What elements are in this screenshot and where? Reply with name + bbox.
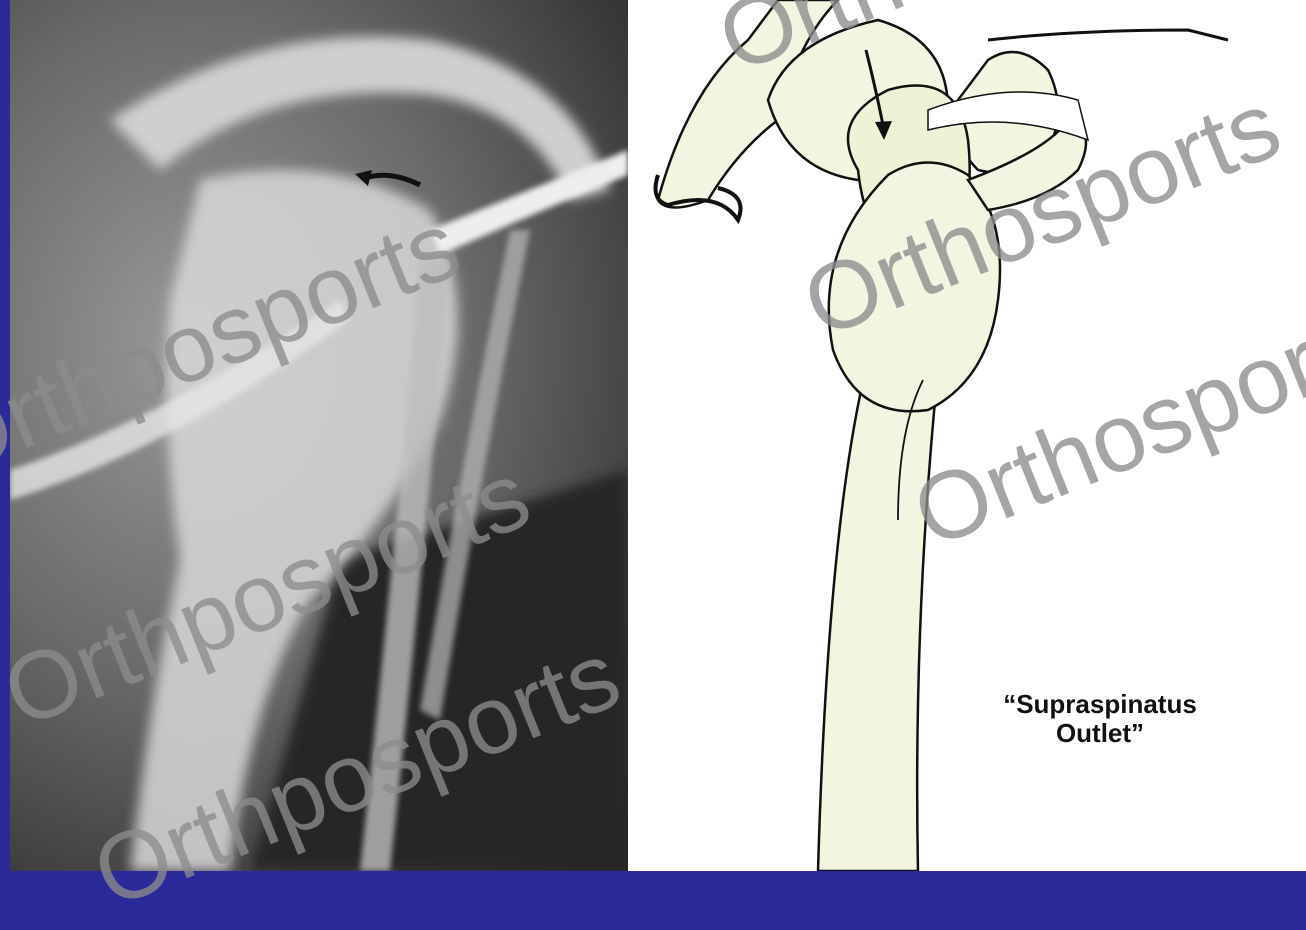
slide: “Supraspinatus Outlet” Orthosports Orthp… [0, 0, 1306, 871]
xray-graphic [10, 0, 628, 871]
caption-line-1: “Supraspinatus [930, 690, 1270, 719]
xray-image [10, 0, 628, 871]
caption: “Supraspinatus Outlet” [930, 690, 1270, 748]
caption-line-2: Outlet” [930, 719, 1270, 748]
